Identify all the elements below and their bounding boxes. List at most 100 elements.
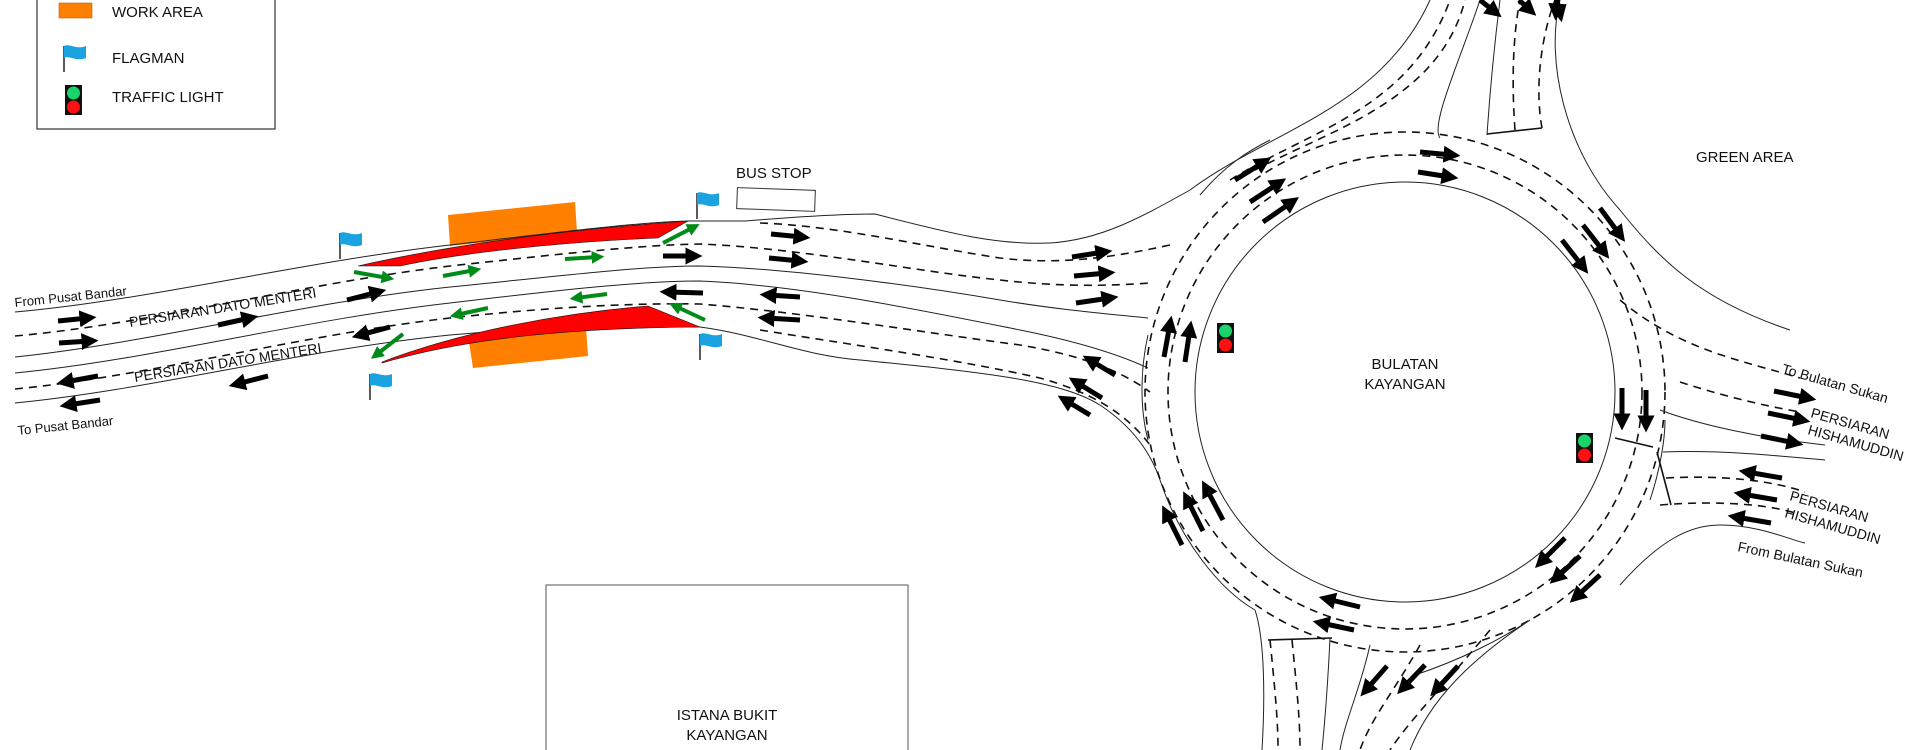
istana-bukit-kayangan: ISTANA BUKIT KAYANGAN	[545, 584, 909, 750]
flow-arrow	[351, 324, 391, 342]
flow-arrow	[59, 395, 101, 413]
flow-arrow	[1727, 510, 1772, 527]
east-in-south-edge	[1619, 524, 1806, 586]
flow-arrow	[1397, 663, 1427, 695]
flow-arrow	[1318, 592, 1361, 610]
flow-arrow	[1071, 244, 1113, 262]
north-road-lane-4	[1538, 0, 1556, 129]
legend-label-flagman: FLAGMAN	[112, 50, 185, 67]
south-lane-4	[1389, 629, 1491, 750]
flagman-3-flag-icon	[699, 332, 723, 361]
westbound-north-edge	[14, 280, 1149, 374]
flow-arrow	[1162, 505, 1185, 547]
south-road-west-edge	[1254, 609, 1265, 750]
traffic-light-east-icon	[1576, 433, 1593, 463]
stop-line-south	[1267, 637, 1333, 641]
diverted-arrow	[662, 224, 700, 245]
flow-arrow	[1597, 206, 1626, 242]
flow-arrow	[1569, 573, 1602, 603]
flagman-1-flag-icon	[339, 231, 363, 260]
east-out-lane-1	[1619, 299, 1801, 379]
flow-arrow	[1248, 178, 1287, 205]
south-lane-1	[1269, 639, 1279, 750]
south-lane-2	[1291, 639, 1301, 750]
east-in-north-edge	[1662, 451, 1826, 461]
flow-arrow	[768, 251, 809, 269]
stop-line-east	[1614, 437, 1654, 448]
roundabout-name-line2: KAYANGAN	[1364, 376, 1445, 393]
flow-arrow	[1581, 223, 1610, 259]
flow-arrow	[1767, 409, 1811, 427]
flow-arrow	[1773, 387, 1817, 405]
outer-edge-sw	[1159, 479, 1256, 611]
normal-flow-arrows-west	[56, 227, 1119, 418]
flow-arrow	[1417, 167, 1459, 185]
flow-arrow	[1517, 0, 1537, 16]
roundabout-central-island	[1194, 181, 1616, 603]
roundabout-outer-lane-line	[1144, 131, 1666, 653]
west-road: BUS STOP From Pusat Bandar PERSIARAN DAT…	[14, 165, 1191, 481]
flow-arrow	[1180, 320, 1198, 363]
south-island-east	[1339, 644, 1371, 750]
eastbound-lane-line	[14, 243, 1151, 337]
flagman-4-flag-icon	[369, 372, 393, 401]
east-out-south-edge	[1659, 409, 1826, 446]
traffic-light-icon	[65, 85, 82, 115]
exit-flow-arrows	[1360, 0, 1817, 697]
north-road-lane-2	[1254, 0, 1466, 171]
diverted-arrow	[569, 290, 608, 304]
north-road-east-edge	[1554, 0, 1791, 331]
stop-line-north	[1486, 127, 1543, 135]
flow-arrow	[1738, 465, 1783, 482]
flagman-2-flag-icon	[696, 191, 720, 220]
flow-arrow	[1202, 480, 1226, 522]
north-island-east	[1486, 0, 1501, 136]
flow-arrow	[1057, 395, 1092, 418]
diverted-flow-arrows	[353, 224, 706, 359]
stop-line-east-2	[1656, 451, 1672, 506]
eastbound-lane-line-2	[759, 222, 1171, 262]
flow-arrow	[56, 372, 99, 389]
flow-arrow	[1068, 377, 1104, 401]
flow-arrow	[759, 287, 801, 305]
diverted-arrow	[442, 264, 482, 278]
flow-arrow	[1075, 290, 1119, 308]
east-out-lane-2	[1679, 381, 1801, 413]
bus-stop-shelter	[736, 187, 816, 212]
flow-arrow	[1430, 664, 1460, 697]
closure-taper-north	[357, 220, 689, 267]
flow-arrow	[1478, 0, 1502, 18]
east-in-lane-2	[1659, 502, 1796, 514]
closure-taper-south	[381, 305, 701, 364]
flow-arrow	[58, 333, 99, 351]
bus-stop-label: BUS STOP	[736, 165, 812, 182]
istana-name-line2: KAYANGAN	[686, 727, 767, 744]
from-bulatan-sukan-label: From Bulatan Sukan	[1736, 538, 1864, 580]
flow-arrow	[1082, 355, 1117, 378]
north-road-lane-1	[1229, 0, 1451, 181]
flow-arrow	[1549, 554, 1582, 584]
roundabout-name-line1: BULATAN	[1372, 356, 1439, 373]
flow-arrow	[228, 373, 269, 391]
flow-arrow	[1360, 664, 1389, 697]
flow-arrow	[1548, 0, 1566, 21]
legend-label-work-area: WORK AREA	[112, 4, 203, 21]
roundabout-bulatan-kayangan: BULATAN KAYANGAN	[1141, 0, 1826, 750]
south-road-east-edge	[1409, 619, 1531, 750]
traffic-light-west-icon	[1217, 323, 1234, 353]
westbound-south-edge	[14, 325, 1161, 481]
flow-arrow	[659, 283, 704, 301]
flow-arrow	[1261, 197, 1299, 225]
north-road-lane-3	[1512, 0, 1521, 131]
flow-arrow	[57, 310, 97, 328]
south-lane-3	[1359, 644, 1421, 750]
diverted-arrow	[449, 306, 489, 320]
outer-edge-e	[1649, 419, 1666, 501]
roundabout-flow-arrows	[1160, 0, 1655, 634]
westbound-lane-line-2	[759, 329, 1151, 446]
flow-arrow	[1760, 432, 1804, 450]
diverted-arrow	[370, 332, 405, 359]
flow-arrow	[1560, 238, 1589, 274]
south-island-west	[1321, 637, 1331, 750]
